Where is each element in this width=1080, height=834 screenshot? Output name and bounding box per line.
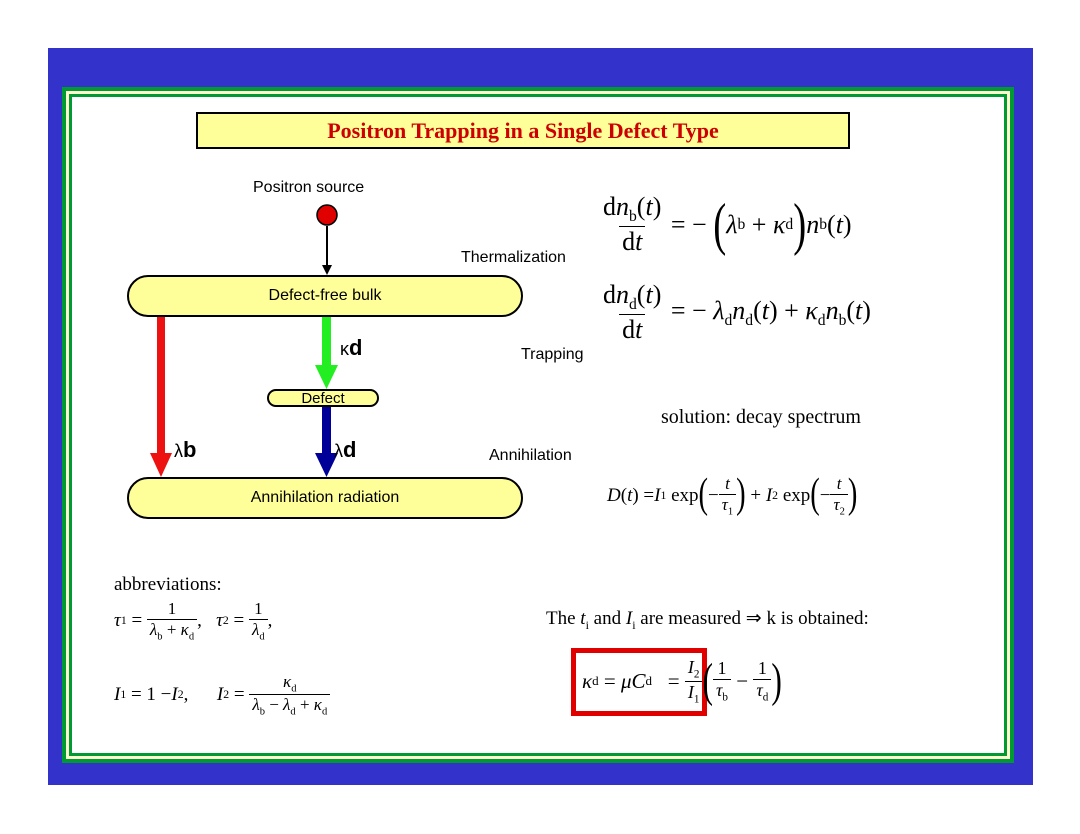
lambda-b-arrowhead	[150, 453, 172, 477]
defect-box: Defect	[267, 389, 379, 407]
lambda-b-arrow	[157, 317, 165, 455]
positron-source-label: Positron source	[253, 179, 365, 196]
measured-sentence: The ti and Ii are measured ⇒ k is obtain…	[546, 608, 869, 632]
defect-free-bulk-box: Defect-free bulk	[127, 275, 523, 317]
solution-label: solution: decay spectrum	[661, 406, 861, 428]
lambda-b-symbol: λ	[174, 441, 183, 461]
defect-label: Defect	[301, 389, 345, 407]
kappa-symbol: κ	[340, 339, 349, 359]
slide-background: Positron Trapping in a Single Defect Typ…	[48, 48, 1033, 785]
lambda-d-arrowhead	[315, 453, 338, 477]
slide-frame-inner: Positron Trapping in a Single Defect Typ…	[66, 91, 1010, 759]
slide-title: Positron Trapping in a Single Defect Typ…	[196, 112, 850, 149]
eq1-derivative: dnb(t)dt	[603, 192, 662, 257]
defect-free-bulk-label: Defect-free bulk	[268, 287, 382, 304]
slide-content: Positron Trapping in a Single Defect Typ…	[72, 97, 1004, 753]
measured-mid: and	[593, 608, 622, 629]
positron-source-icon	[316, 204, 338, 226]
lambda-d-subscript: d	[343, 437, 357, 462]
lambda-d-symbol: λ	[334, 441, 343, 461]
annihilation-radiation-label: Annihilation radiation	[250, 489, 400, 506]
slide-frame-inner-2: Positron Trapping in a Single Defect Typ…	[69, 94, 1007, 756]
lambda-d-label: λd	[334, 437, 356, 463]
trapping-diagram	[150, 204, 338, 477]
kappa-d-label: κd	[340, 335, 362, 361]
kappa-subscript: d	[349, 335, 363, 360]
rate-equation-defect: dnd(t)dt = − λdnd(t) + κdnb(t)	[600, 280, 871, 345]
lambda-d-arrow	[322, 407, 331, 455]
measured-post: are measured ⇒ k is obtained:	[640, 608, 869, 629]
trapping-arrowhead	[315, 365, 338, 389]
step-thermalization: Thermalization	[461, 249, 566, 266]
thermalization-arrowhead	[322, 265, 332, 275]
lambda-b-subscript: b	[183, 437, 197, 462]
measured-pre: The	[546, 608, 576, 629]
trapping-arrow	[322, 317, 331, 367]
eq2-derivative: dnd(t)dt	[603, 280, 662, 345]
step-annihilation: Annihilation	[489, 447, 572, 464]
annihilation-radiation-box: Annihilation radiation	[127, 477, 523, 519]
trapping-rate-highlight-box	[571, 648, 707, 716]
slide-frame: Positron Trapping in a Single Defect Typ…	[62, 87, 1014, 763]
step-trapping: Trapping	[521, 346, 584, 363]
abbreviations-label: abbreviations:	[114, 574, 222, 595]
lambda-b-label: λb	[174, 437, 196, 463]
